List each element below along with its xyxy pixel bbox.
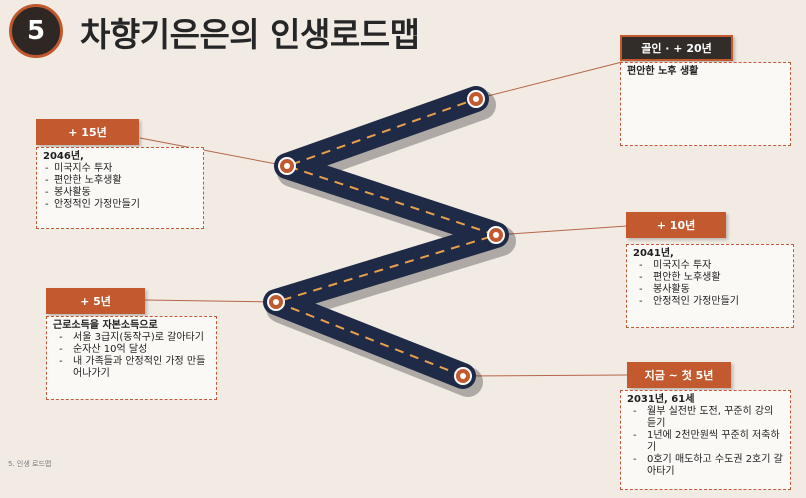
list-item: 0호기 매도하고 수도권 2호기 갈아타기	[627, 454, 784, 478]
card-final: 편안한 노후 생활	[620, 62, 791, 146]
tag-final: 골인 · + 20년	[620, 35, 733, 61]
list-item: 편안한 노후생활	[43, 175, 197, 187]
card-final-heading: 편안한 노후 생활	[627, 66, 699, 77]
leader-line-final	[475, 61, 623, 100]
tag-now: 지금 ~ 첫 5년	[627, 362, 731, 388]
marker-final	[467, 90, 485, 108]
list-item: 월부 실전반 도전, 꾸준히 강의 듣기	[627, 406, 784, 430]
card-now: 2031년, 61세 월부 실전반 도전, 꾸준히 강의 듣기 1년에 2천만원…	[620, 390, 791, 490]
card-plus15: 2046년, 미국지수 투자 편안한 노후생활 봉사활동 안정적인 가정만들기	[36, 147, 204, 229]
list-item: 편안한 노후생활	[633, 272, 787, 284]
leader-line-plus10	[495, 225, 628, 236]
tag-plus10: + 10년	[626, 212, 726, 238]
marker-plus15	[278, 157, 296, 175]
leader-line-plus15	[139, 137, 288, 167]
list-item: 1년에 2천만원씩 꾸준히 저축하기	[627, 430, 784, 454]
list-item: 미국지수 투자	[633, 260, 787, 272]
card-plus5: 근로소득을 자본소득으로 서울 3급지(동작구)로 갈아타기 순자산 10억 달…	[46, 316, 217, 400]
list-item: 서울 3급지(동작구)로 갈아타기	[53, 332, 210, 344]
road-dashes	[275, 98, 497, 377]
slide-number-badge: 5	[9, 4, 63, 58]
slide-footer: 5. 인생 로드맵	[8, 460, 52, 468]
list-item: 안정적인 가정만들기	[43, 199, 197, 211]
leader-line-plus5	[144, 299, 277, 303]
marker-now	[454, 367, 472, 385]
marker-plus10	[487, 226, 505, 244]
list-item: 안정적인 가정만들기	[633, 296, 787, 308]
card-plus5-heading: 근로소득을 자본소득으로	[53, 320, 158, 331]
leader-line-now	[462, 374, 628, 377]
list-item: 봉사활동	[633, 284, 787, 296]
card-plus15-heading: 2046년,	[43, 151, 84, 162]
card-plus10-heading: 2041년,	[633, 248, 674, 259]
list-item: 미국지수 투자	[43, 163, 197, 175]
marker-plus5	[267, 293, 285, 311]
leader-lines	[139, 61, 628, 377]
list-item: 순자산 10억 달성	[53, 344, 210, 356]
card-plus10: 2041년, 미국지수 투자 편안한 노후생활 봉사활동 안정적인 가정만들기	[626, 244, 794, 328]
list-item: 내 가족들과 안정적인 가정 만들어나가기	[53, 356, 210, 380]
list-item: 봉사활동	[43, 187, 197, 199]
card-now-heading: 2031년, 61세	[627, 394, 695, 405]
tag-plus15: + 15년	[36, 119, 139, 145]
tag-plus5: + 5년	[46, 288, 145, 314]
road-markers	[267, 90, 505, 385]
slide-title: 차향기은은의 인생로드맵	[80, 15, 420, 54]
